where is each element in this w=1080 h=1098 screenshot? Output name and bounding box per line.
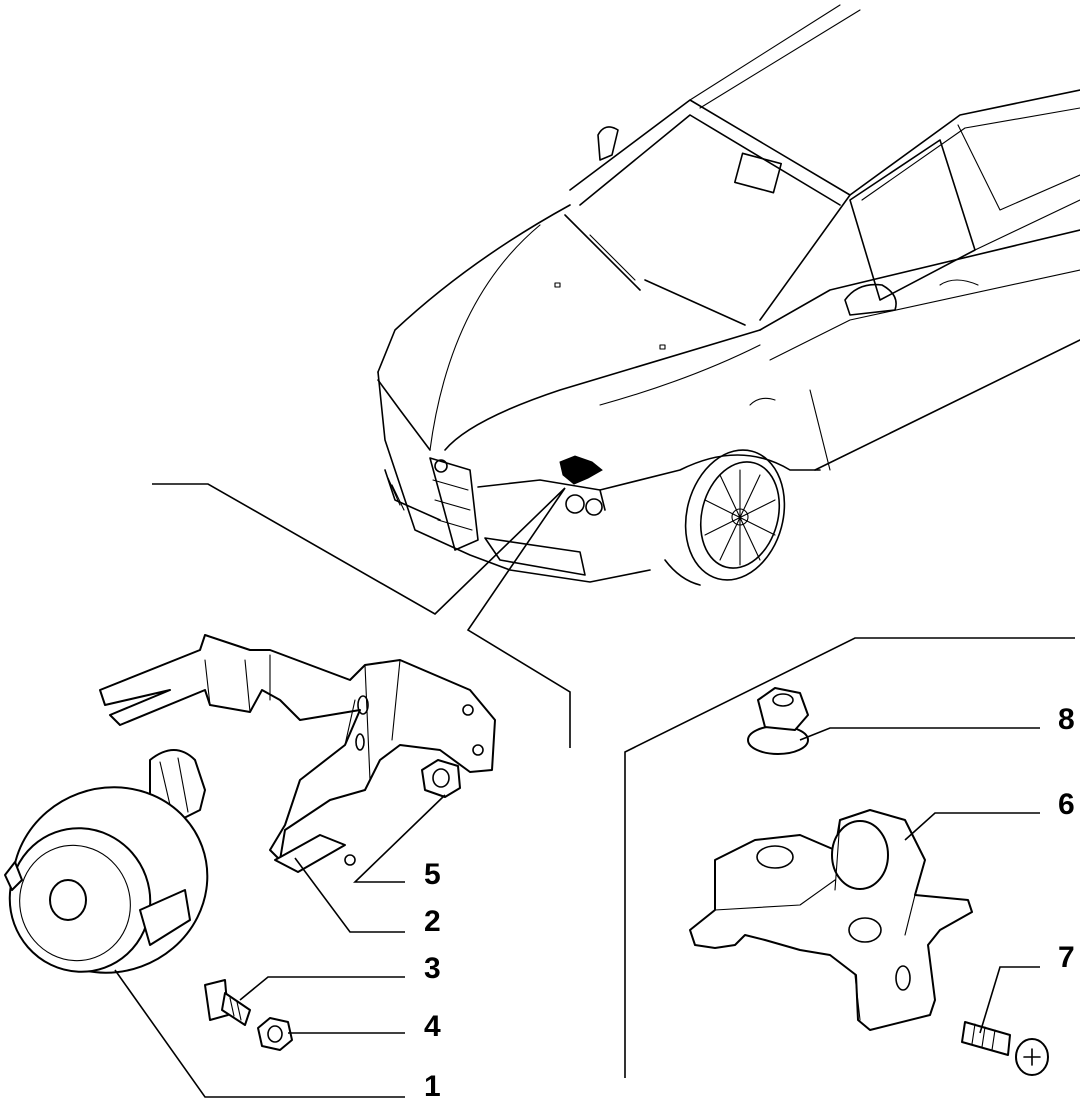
part-3-bolt <box>204 979 251 1026</box>
callout-1: 1 <box>424 1070 441 1098</box>
leader-8 <box>799 727 1040 741</box>
part-5-nut <box>421 759 461 798</box>
part-2-bracket <box>99 634 496 873</box>
callout-3: 3 <box>424 952 441 985</box>
callout-2: 2 <box>424 905 441 938</box>
leader-3 <box>239 976 405 1001</box>
callout-4: 4 <box>424 1010 441 1043</box>
part-1-horn <box>4 749 209 974</box>
callout-7: 7 <box>1058 941 1075 974</box>
leader-7 <box>979 966 1040 1034</box>
group-bracket-line <box>624 637 1075 1078</box>
part-4-nut <box>257 1017 293 1051</box>
leader-6 <box>904 812 1040 841</box>
leader-2 <box>294 857 405 933</box>
horn-location-marker <box>559 455 603 485</box>
callout-8: 8 <box>1058 703 1075 736</box>
leader-lines <box>114 727 1040 1098</box>
callout-6: 6 <box>1058 788 1075 821</box>
car-illustration <box>377 4 1080 586</box>
callout-5: 5 <box>424 858 441 891</box>
part-8-flange-nut <box>747 687 809 755</box>
assembly-pointer <box>152 483 571 748</box>
part-7-screw <box>961 1021 1049 1076</box>
leader-1 <box>114 969 405 1098</box>
leader-5 <box>353 794 446 883</box>
part-6-bracket <box>689 809 973 1031</box>
